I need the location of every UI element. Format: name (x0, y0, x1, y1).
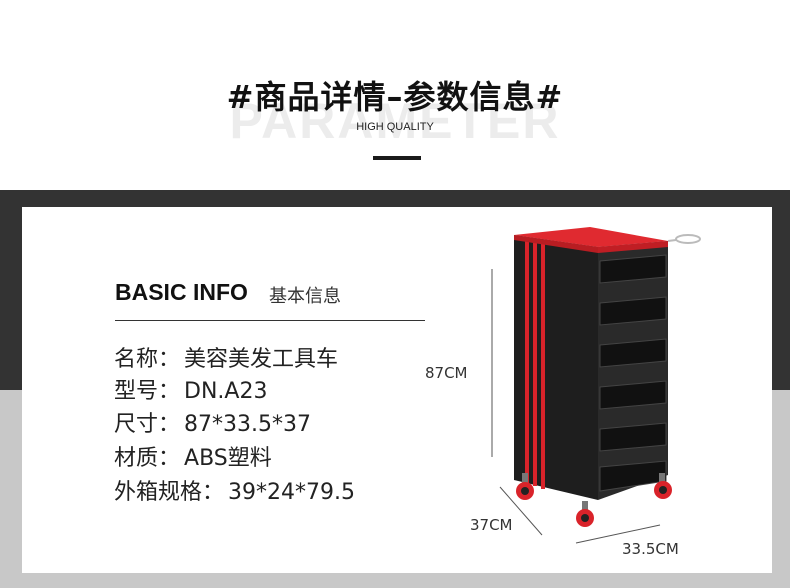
spec-name: 名称：美容美发工具车 (114, 341, 338, 373)
spec-value: ABS塑料 (184, 446, 272, 471)
spec-value: 39*24*79.5 (228, 480, 355, 505)
dimension-height-label: 87CM (425, 364, 468, 382)
drawer (599, 460, 667, 492)
drawer (599, 254, 667, 284)
trolley-top-tray-edge (514, 235, 598, 253)
title-underline (373, 156, 421, 160)
info-divider (115, 320, 425, 321)
page-title: #商品详情–参数信息# (226, 78, 564, 116)
dryer-holder-ring (675, 234, 701, 244)
trolley-top-tray-edge (598, 241, 668, 253)
spec-material: 材质：ABS塑料 (114, 440, 272, 472)
spec-model: 型号：DN.A23 (114, 373, 267, 405)
spec-value: 美容美发工具车 (184, 347, 339, 372)
depth-dimension-line (499, 486, 543, 536)
width-dimension-line (575, 524, 661, 544)
trolley-drawers (599, 254, 667, 492)
dimension-width-label: 33.5CM (622, 540, 679, 558)
spec-label: 名称： (114, 347, 181, 372)
trolley-wheels (516, 473, 672, 527)
side-stripe (541, 241, 545, 489)
info-heading: BASIC INFO (115, 279, 248, 305)
spec-size: 尺寸：87*33.5*37 (114, 406, 311, 438)
spec-value: 87*33.5*37 (184, 412, 311, 437)
side-stripe (533, 240, 537, 486)
drawer (599, 422, 667, 452)
spec-value: DN.A23 (184, 379, 268, 404)
drawer (599, 296, 667, 326)
drawer (599, 380, 667, 410)
header-section: PARAMETER #商品详情–参数信息# HIGH QUALITY (0, 0, 790, 190)
dryer-holder-arm (667, 239, 677, 242)
product-trolley-image (491, 227, 701, 544)
drawer (599, 338, 667, 368)
spec-label: 外箱规格： (114, 480, 225, 505)
dimension-depth-label: 37CM (470, 516, 513, 534)
spec-carton: 外箱规格：39*24*79.5 (114, 474, 355, 506)
watermark-text: PARAMETER (229, 93, 561, 149)
page-subtitle: HIGH QUALITY (356, 121, 434, 133)
spec-label: 型号： (114, 379, 181, 404)
side-stripe (525, 239, 529, 483)
info-heading-cn: 基本信息 (269, 286, 341, 307)
trolley-top-tray (514, 227, 668, 247)
spec-label: 尺寸： (114, 412, 181, 437)
spec-label: 材质： (114, 446, 181, 471)
